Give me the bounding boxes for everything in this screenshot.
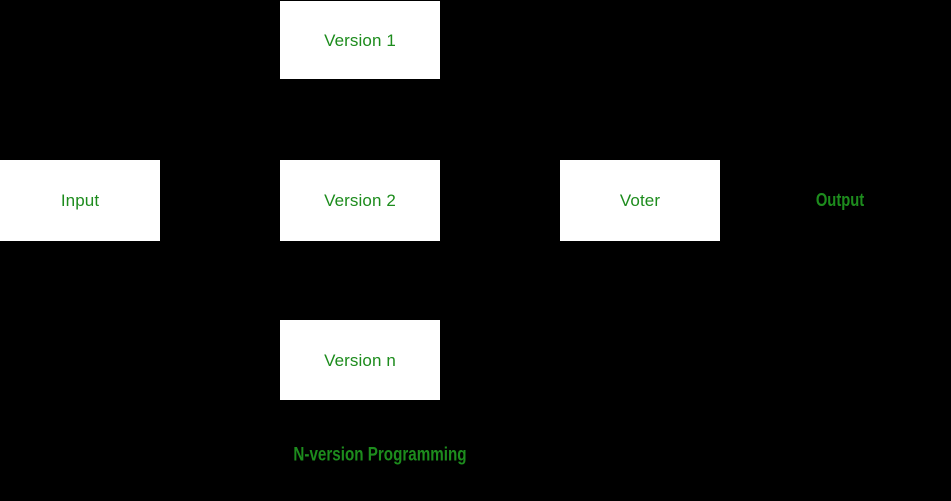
node-voter-label: Voter [619, 191, 661, 210]
node-version-1[interactable]: Version 1 [280, 1, 440, 79]
node-version-n[interactable]: Version n [280, 320, 440, 400]
diagram-caption: N-version Programming [272, 446, 488, 465]
node-version-2[interactable]: Version 2 [280, 160, 440, 241]
output-label: Output [811, 191, 870, 209]
node-voter[interactable]: Voter [560, 160, 720, 241]
node-version-1-label: Version 1 [324, 30, 396, 50]
output-label-text: Output [815, 190, 865, 210]
node-version-2-label: Version 2 [324, 191, 396, 210]
node-input-label: Input [60, 191, 100, 210]
node-input[interactable]: Input [0, 160, 160, 241]
diagram-caption-text: N-version Programming [293, 444, 467, 466]
node-version-n-label: Version n [324, 350, 396, 370]
